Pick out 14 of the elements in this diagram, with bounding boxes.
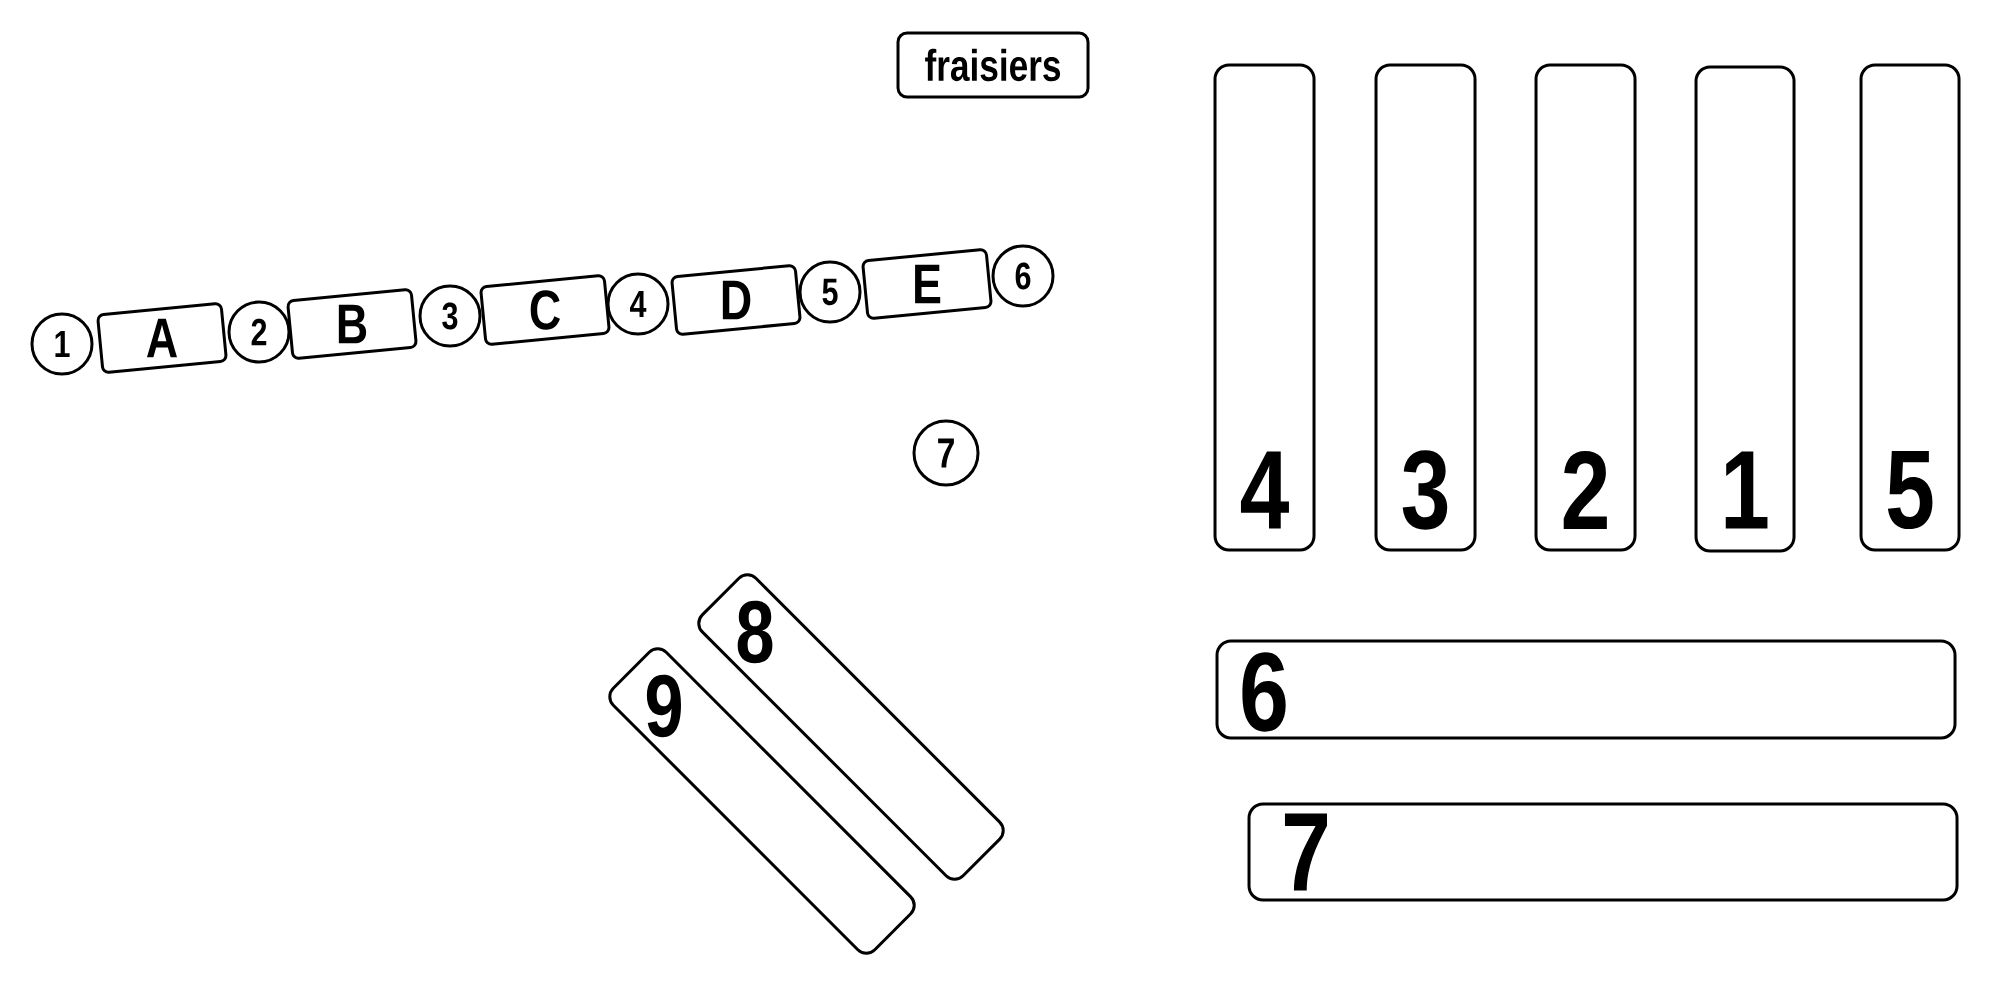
letter-box: E (861, 248, 993, 320)
numbered-bar: 1 (1694, 65, 1796, 553)
numbered-bar: 6 (1215, 639, 1957, 740)
label-box: fraisiers (896, 31, 1090, 99)
numbered-bar: 8 (697, 573, 1005, 881)
numbered-bar: 2 (1534, 63, 1637, 552)
numbered-bar: 4 (1213, 63, 1316, 552)
numbered-bar: 3 (1374, 63, 1477, 552)
letter-box: D (670, 264, 802, 336)
letter-box: A (96, 302, 228, 374)
letter-box: B (286, 288, 418, 360)
letter-box: C (479, 274, 611, 346)
numbered-bar: 5 (1859, 63, 1961, 552)
numbered-bar: 7 (1247, 802, 1959, 902)
